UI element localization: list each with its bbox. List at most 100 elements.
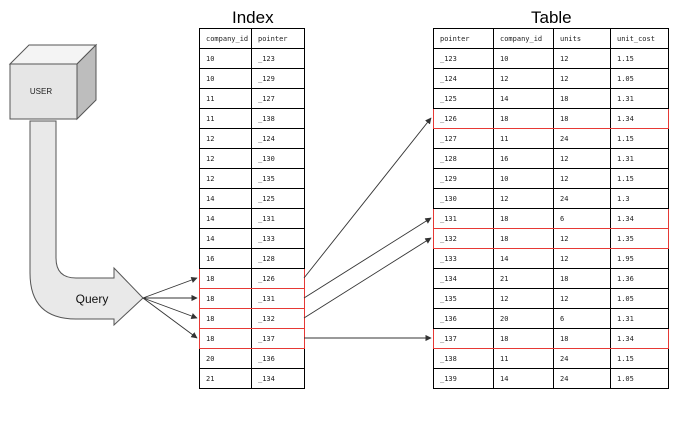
table-cell: 1.15 xyxy=(610,348,669,369)
table-cell: 1.31 xyxy=(610,88,669,109)
query-label: Query xyxy=(76,292,109,306)
table-cell: 1.05 xyxy=(610,288,669,309)
index-cell: _125 xyxy=(251,188,305,209)
table-cell: 1.15 xyxy=(610,48,669,69)
table-cell: 21 xyxy=(493,268,554,289)
index-row: 16_128 xyxy=(199,248,305,269)
table-cell: _126 xyxy=(433,108,494,129)
index-cell: 20 xyxy=(199,348,252,369)
table-cell: _127 xyxy=(433,128,494,149)
query-fan-arrow xyxy=(142,277,198,299)
table-cell: 12 xyxy=(553,288,611,309)
table-cell: 1.05 xyxy=(610,368,669,389)
table-title: Table xyxy=(531,8,572,27)
table-cell: 12 xyxy=(493,68,554,89)
table-cell: 14 xyxy=(493,88,554,109)
table-cell: 1.95 xyxy=(610,248,669,269)
index-row: 14_125 xyxy=(199,188,305,209)
table-cell: 18 xyxy=(493,108,554,129)
index-cell: 10 xyxy=(199,48,252,69)
table-cell: 16 xyxy=(493,148,554,169)
index-cell: _137 xyxy=(251,328,305,349)
table-cell: 1.31 xyxy=(610,308,669,329)
index-cell: 14 xyxy=(199,208,252,229)
index-cell: 10 xyxy=(199,68,252,89)
table-cell: _128 xyxy=(433,148,494,169)
index-cell: _131 xyxy=(251,288,305,309)
index-to-table-links xyxy=(303,117,432,342)
table-cell: 18 xyxy=(493,328,554,349)
index-row: 10_123 xyxy=(199,48,305,69)
index-cell: _136 xyxy=(251,348,305,369)
table-cell: _123 xyxy=(433,48,494,69)
index-cell: company_id xyxy=(199,28,252,49)
index-row: 14_131 xyxy=(199,208,305,229)
table-cell: 24 xyxy=(553,368,611,389)
index-cell: 18 xyxy=(199,308,252,329)
index-cell: 14 xyxy=(199,188,252,209)
table-cell: 6 xyxy=(553,208,611,229)
table-cell: 14 xyxy=(493,368,554,389)
index-cell: 16 xyxy=(199,248,252,269)
table-cell: _136 xyxy=(433,308,494,329)
table-cell: 1.34 xyxy=(610,208,669,229)
table-cell: 1.3 xyxy=(610,188,669,209)
query-fan-arrow xyxy=(142,297,198,319)
table-cell: _125 xyxy=(433,88,494,109)
table-cell: _139 xyxy=(433,368,494,389)
index-row: 20_136 xyxy=(199,348,305,369)
user-cube-front xyxy=(9,63,78,120)
table-cell: 18 xyxy=(553,268,611,289)
index-row: 12_130 xyxy=(199,148,305,169)
user-cube: USER xyxy=(8,43,98,121)
table-cell: 6 xyxy=(553,308,611,329)
table-cell: 14 xyxy=(493,248,554,269)
table-cell: 18 xyxy=(553,108,611,129)
table-cell: _133 xyxy=(433,248,494,269)
query-fan-arrows xyxy=(142,277,198,339)
table-cell: units xyxy=(553,28,611,49)
query-fan-arrow xyxy=(142,297,198,339)
index-cell: _129 xyxy=(251,68,305,89)
table-cell: 1.34 xyxy=(610,328,669,349)
index-cell: _130 xyxy=(251,148,305,169)
table-cell: 24 xyxy=(553,128,611,149)
table-cell: 18 xyxy=(553,328,611,349)
user-label: USER xyxy=(30,87,52,96)
table-cell: 1.31 xyxy=(610,148,669,169)
table-cell: 12 xyxy=(493,288,554,309)
index-cell: 18 xyxy=(199,268,252,289)
index-cell: _126 xyxy=(251,268,305,289)
index-cell: _131 xyxy=(251,208,305,229)
index-title: Index xyxy=(232,8,274,27)
table-cell: 1.35 xyxy=(610,228,669,249)
table-cell: 12 xyxy=(553,68,611,89)
table-cell: 20 xyxy=(493,308,554,329)
index-row: 12_135 xyxy=(199,168,305,189)
index-row: 18_132 xyxy=(199,308,305,329)
table-cell: 12 xyxy=(553,48,611,69)
table-cell: _134 xyxy=(433,268,494,289)
index-cell: 21 xyxy=(199,368,252,389)
index-cell: _135 xyxy=(251,168,305,189)
index-row: 18_126 xyxy=(199,268,305,289)
index-cell: _133 xyxy=(251,228,305,249)
table-cell: 12 xyxy=(553,248,611,269)
table-cell: 18 xyxy=(493,228,554,249)
table-cell: 12 xyxy=(553,148,611,169)
table-cell: 12 xyxy=(493,188,554,209)
index-row: 18_131 xyxy=(199,288,305,309)
index-cell: pointer xyxy=(251,28,305,49)
table-cell: 24 xyxy=(553,348,611,369)
